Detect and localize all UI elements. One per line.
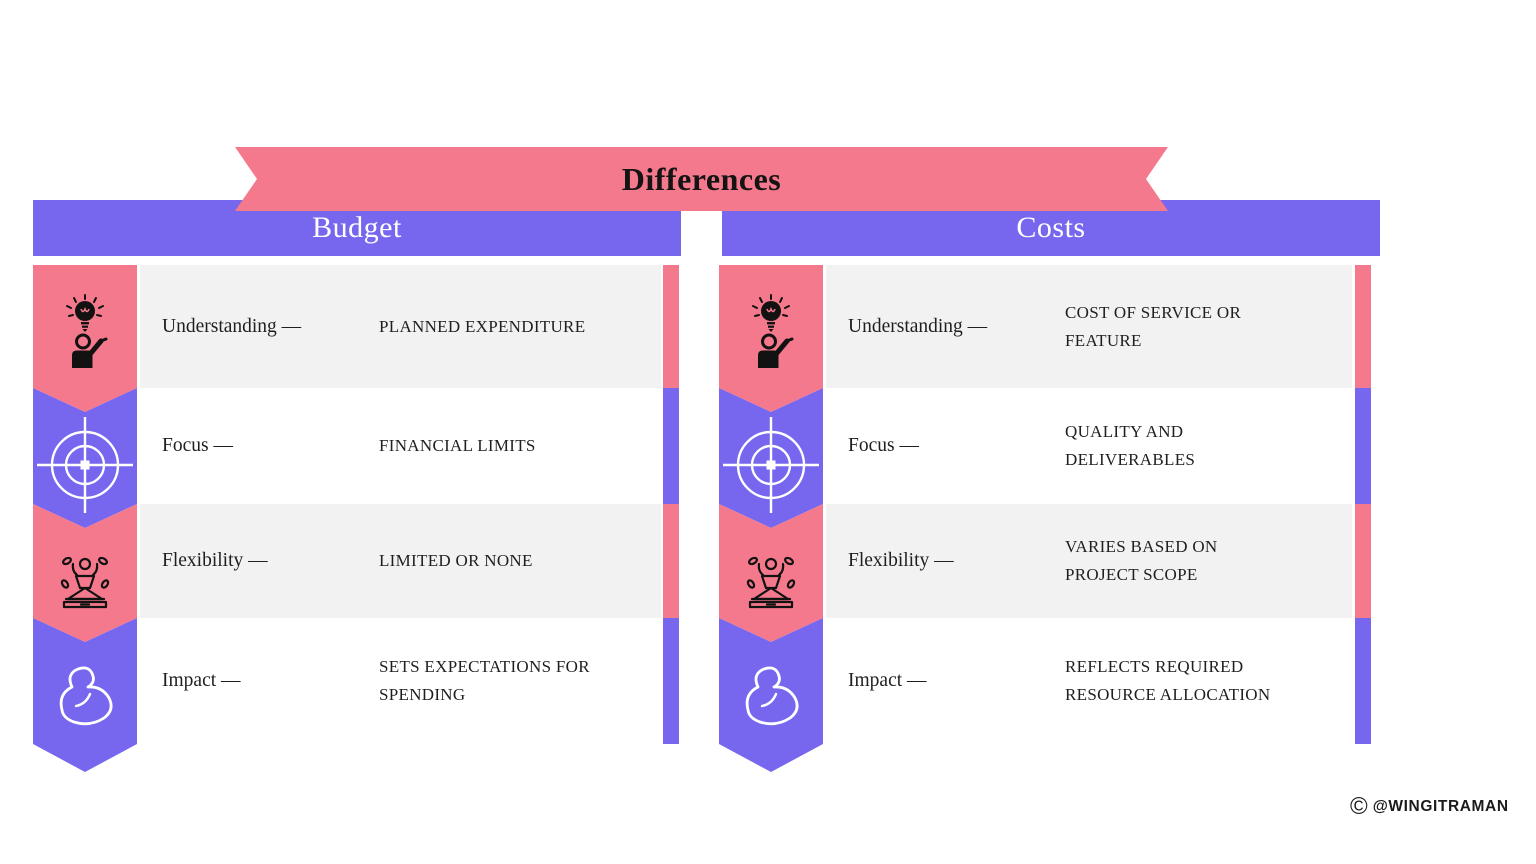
accent-segment — [663, 388, 679, 504]
row-value: PLANNED EXPENDITURE — [379, 316, 586, 336]
row-value: SETS EXPECTATIONS FOR SPENDING — [379, 657, 590, 704]
row-value: QUALITY AND DELIVERABLES — [1065, 422, 1196, 469]
chevron-segment — [719, 265, 823, 412]
accent-segment — [1355, 504, 1371, 618]
chevron-segment — [33, 618, 137, 772]
table-row: Flexibility — VARIES BASED ON PROJECT SC… — [826, 504, 1352, 618]
chevron-segment — [719, 618, 823, 772]
row-label: Flexibility — — [848, 550, 954, 571]
row-label: Focus — — [162, 435, 233, 456]
budget-header-label: Budget — [312, 211, 402, 244]
table-row: Impact — SETS EXPECTATIONS FOR SPENDING — [140, 618, 661, 744]
table-row: Understanding — COST OF SERVICE OR FEATU… — [826, 265, 1352, 388]
row-value: FINANCIAL LIMITS — [379, 436, 536, 456]
target-icon — [37, 417, 133, 513]
meditation-icon — [60, 556, 110, 609]
accent-segment — [1355, 388, 1371, 504]
accent-segment — [663, 618, 679, 744]
row-value: LIMITED OR NONE — [379, 551, 533, 571]
idea-person-icon — [752, 294, 794, 368]
table-row: Focus — QUALITY AND DELIVERABLES — [826, 388, 1352, 504]
costs-header-label: Costs — [1016, 211, 1086, 244]
copyright-icon: © — [1350, 793, 1368, 820]
differences-ribbon: Differences — [235, 147, 1168, 211]
accent-segment — [1355, 265, 1371, 388]
row-label: Impact — — [848, 670, 927, 691]
bicep-icon — [59, 666, 113, 726]
watermark-handle: @WINGITRAMAN — [1372, 798, 1509, 815]
meditation-icon — [746, 556, 796, 609]
bicep-icon — [745, 666, 799, 726]
watermark: © @WINGITRAMAN — [1350, 795, 1509, 819]
accent-segment — [663, 265, 679, 388]
row-label: Focus — — [848, 435, 919, 456]
accent-segment — [1355, 618, 1371, 744]
banner-title: Differences — [621, 160, 782, 197]
target-icon — [723, 417, 819, 513]
budget-chevron-strip — [33, 265, 137, 777]
row-value: REFLECTS REQUIRED RESOURCE ALLOCATION — [1065, 657, 1271, 704]
table-row: Flexibility — LIMITED OR NONE — [140, 504, 661, 618]
accent-segment — [663, 504, 679, 618]
row-label: Flexibility — — [162, 550, 268, 571]
row-label: Understanding — — [162, 315, 302, 337]
row-label: Impact — — [162, 670, 241, 691]
row-value: COST OF SERVICE OR FEATURE — [1065, 302, 1242, 350]
chevron-segment — [33, 265, 137, 412]
row-value: VARIES BASED ON PROJECT SCOPE — [1065, 537, 1218, 584]
table-row: Focus — FINANCIAL LIMITS — [140, 388, 661, 504]
row-label: Understanding — — [848, 315, 988, 337]
costs-chevron-strip — [719, 265, 823, 777]
idea-person-icon — [66, 294, 108, 368]
table-row: Impact — REFLECTS REQUIRED RESOURCE ALLO… — [826, 618, 1352, 744]
table-row: Understanding — PLANNED EXPENDITURE — [140, 265, 661, 388]
